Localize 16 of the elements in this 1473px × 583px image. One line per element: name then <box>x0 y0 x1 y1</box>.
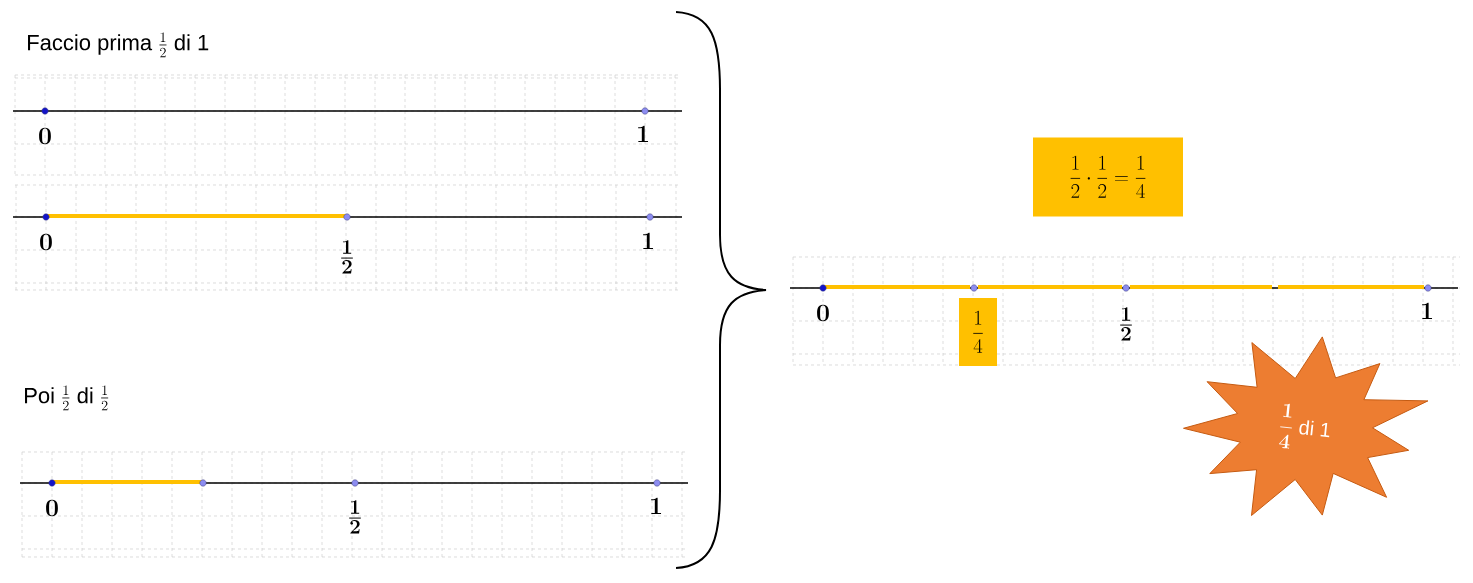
tick-label: $0$ <box>39 127 51 145</box>
heading: $\text{Faccio prima }\frac{1}{2}\text{ di 1}$ <box>28 32 209 58</box>
starburst: $\frac{1}{4}\text{ di 1}$ <box>1183 336 1429 516</box>
tick-label: $0$ <box>817 304 829 322</box>
tick-label: $1$ <box>651 497 661 514</box>
formula-box: $\frac{1}{2}\cdot\frac{1}{2}=\frac{1}{4}$ <box>1033 137 1183 217</box>
tick-label: $1$ <box>1422 302 1432 319</box>
heading: $\text{Poi }\frac{1}{2}\text{ di }\frac{1}{2}$ <box>25 385 109 411</box>
tick-label: $1$ <box>638 125 649 142</box>
highlight-box: $\frac{1}{4}$ <box>959 298 997 366</box>
tick-label: $1$ <box>643 232 653 249</box>
tick-label: $\frac{1}{2}$ <box>349 500 361 534</box>
tick-label: $\frac{1}{2}$ <box>341 240 353 274</box>
tick-label: $0$ <box>40 233 52 251</box>
tick-label: $0$ <box>46 499 58 517</box>
tick-label: $\frac{1}{2}$ <box>1120 307 1132 341</box>
